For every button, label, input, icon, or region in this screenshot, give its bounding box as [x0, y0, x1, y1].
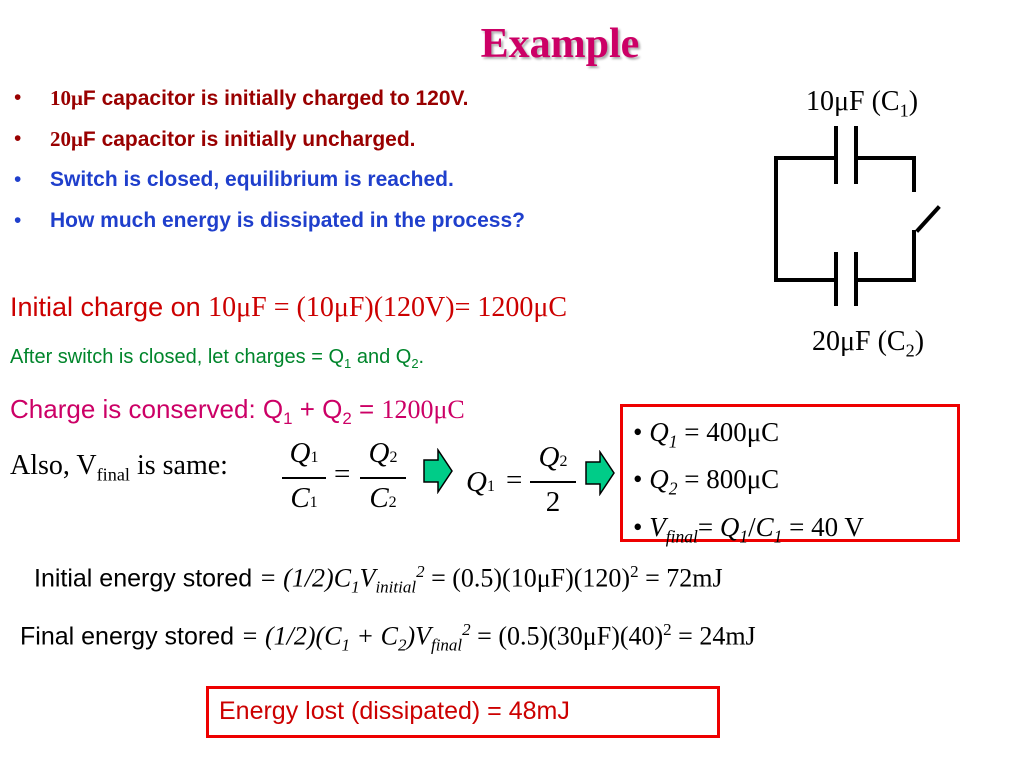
bullet-dot: •: [14, 168, 22, 191]
charge-conserved-line: Charge is conserved: Q1 + Q2 = 1200μC: [10, 394, 465, 429]
initial-energy-line: Initial energy stored = (1/2)C1Vinitial2…: [34, 562, 723, 597]
equals-sign: =: [506, 464, 523, 496]
answers-list: • Q1 = 400μC • Q2 = 800μC • Vfinal= Q1/C…: [623, 407, 957, 555]
circuit-diagram: [774, 126, 941, 306]
final-energy-line: Final energy stored = (1/2)(C1 + C2)Vfin…: [20, 620, 756, 655]
bullet-text: F capacitor is initially charged to 120V…: [82, 87, 469, 110]
bullet-dot: •: [14, 127, 22, 150]
bullet-value: 10μ: [50, 86, 83, 110]
answers-box: • Q1 = 400μC • Q2 = 800μC • Vfinal= Q1/C…: [620, 404, 960, 546]
bullet-item: • 10μF capacitor is initially charged to…: [10, 86, 525, 127]
bullet-item: • Switch is closed, equilibrium is reach…: [10, 168, 525, 209]
also-vfinal-line: Also, Vfinal is same:: [10, 450, 228, 485]
bullet-item: • 20μF capacitor is initially uncharged.: [10, 127, 525, 168]
bullet-dot: •: [14, 209, 22, 232]
c2-label: 20μF (C2): [812, 326, 925, 361]
slide-title: Example: [480, 21, 640, 67]
c1-label: 10μF (C1): [806, 86, 919, 121]
q1-lhs: Q1: [466, 466, 495, 498]
bullet-item: • How much energy is dissipated in the p…: [10, 209, 525, 250]
after-switch-line: After switch is closed, let charges = Q1…: [10, 346, 425, 371]
bullet-text: How much energy is dissipated in the pro…: [50, 209, 525, 232]
bullet-text: F capacitor is initially uncharged.: [82, 128, 416, 151]
bullet-text: Switch is closed, equilibrium is reached…: [50, 168, 454, 191]
problem-bullets: • 10μF capacitor is initially charged to…: [10, 86, 525, 250]
right-arrow-icon: [585, 450, 615, 496]
bullet-value: 20μ: [50, 127, 83, 151]
fraction-q2-2: Q2 2: [530, 440, 576, 519]
initial-charge-line: Initial charge on 10μF = (10μF)(120V)= 1…: [10, 292, 568, 323]
right-arrow-icon: [423, 448, 453, 494]
fraction-q2-c2: Q2 C2: [360, 436, 406, 520]
fraction-q1-c1: Q1 C1: [282, 436, 326, 520]
switch-blade: [915, 205, 941, 233]
bullet-dot: •: [14, 86, 22, 109]
equals-sign: =: [334, 458, 351, 490]
energy-lost-text: Energy lost (dissipated) = 48mJ: [219, 697, 570, 725]
answer-q2: • Q2 = 800μC: [633, 464, 780, 499]
energy-lost-box: Energy lost (dissipated) = 48mJ: [206, 686, 720, 738]
answer-vfinal: • Vfinal= Q1/C1 = 40 V: [633, 511, 864, 547]
answer-q1: • Q1 = 400μC: [633, 417, 780, 452]
